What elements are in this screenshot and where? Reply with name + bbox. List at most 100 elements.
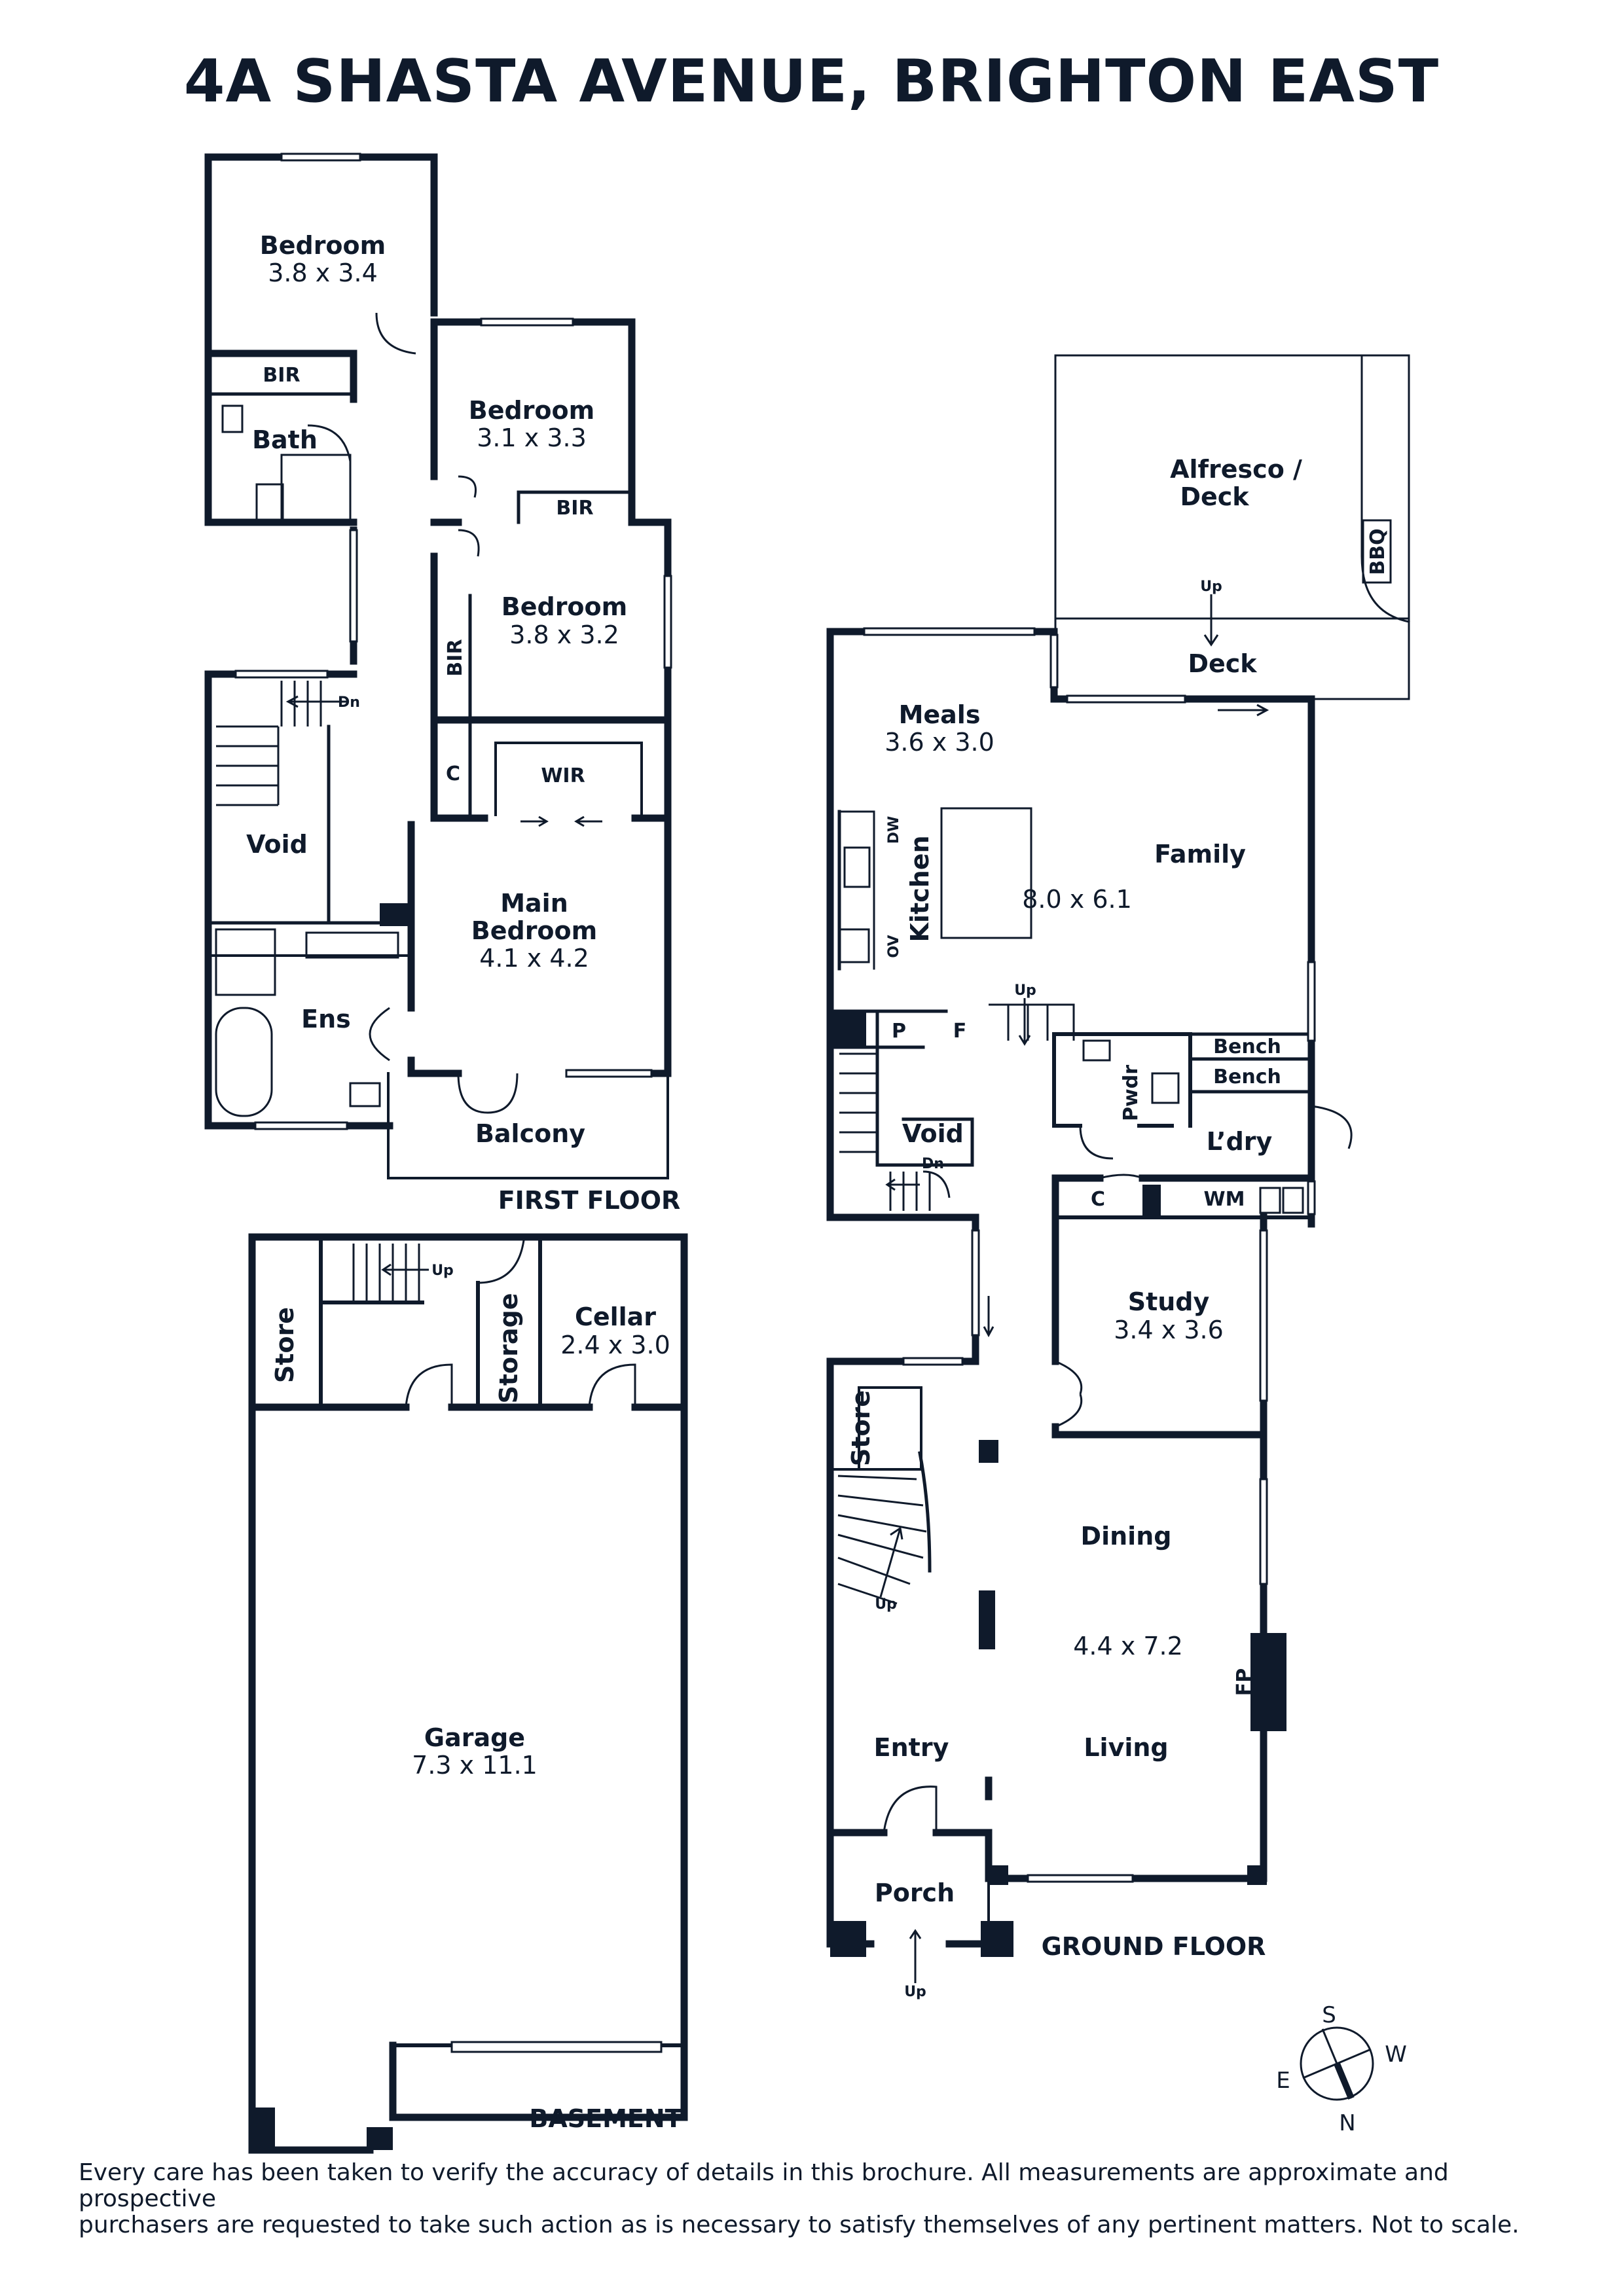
powder-toilet-icon [1151, 1072, 1180, 1104]
basement-store-label: Store [270, 1307, 299, 1383]
first-bedroom-ne-size: 3.1 x 3.3 [477, 423, 587, 452]
bath-shower-icon [280, 454, 352, 522]
basement-up-arrow-icon [381, 1263, 429, 1276]
ground-floor-walls [826, 354, 1410, 1948]
disclaimer-line-2: purchasers are requested to take such ac… [79, 2212, 1520, 2238]
garage-size: 7.3 x 11.1 [412, 1751, 538, 1780]
porch-up-label: Up [904, 1984, 926, 2000]
first-bedroom-e-size: 3.8 x 3.2 [509, 620, 619, 649]
alfresco-label-1: Alfresco / [1170, 455, 1302, 484]
deck-label: Deck [1188, 649, 1257, 678]
ground-dn-label: Dn [922, 1156, 944, 1172]
first-c-label: C [446, 762, 460, 785]
plan-title: 4A SHASTA AVENUE, BRIGHTON EAST [183, 47, 1440, 116]
first-bir-3-label: BIR [444, 639, 467, 676]
cooktop-icon [838, 928, 870, 963]
bath-label: Bath [252, 425, 318, 454]
ensuite-bath-tub-icon [215, 1007, 273, 1117]
ground-c-label: C [1091, 1188, 1105, 1211]
living-size: 4.4 x 7.2 [1073, 1632, 1183, 1660]
fridge-label: F [953, 1020, 967, 1043]
ground-store-label: Store [847, 1390, 875, 1466]
main-bedroom-size: 4.1 x 4.2 [479, 944, 589, 973]
living-label: Living [1084, 1733, 1168, 1762]
first-floor-label: FIRST FLOOR [498, 1186, 681, 1215]
bath-vanity-icon [221, 404, 244, 433]
entry-stair-up-label: Up [875, 1596, 897, 1613]
ground-void-label: Void [902, 1119, 964, 1148]
door-swings [307, 312, 1353, 1833]
compass-s: S [1322, 2002, 1336, 2028]
stairs [216, 681, 1075, 1605]
posts [252, 903, 1286, 2150]
dw-label: DW [886, 816, 902, 844]
bath-toilet-icon [255, 483, 284, 522]
disclaimer: Every care has been taken to verify the … [79, 2160, 1558, 2238]
powder-basin-icon [1082, 1039, 1111, 1062]
pwdr-label: Pwdr [1120, 1065, 1142, 1121]
porch-up-arrow-icon [909, 1929, 922, 1983]
ground-dn-arrow-icon [885, 1178, 920, 1191]
meals-size: 3.6 x 3.0 [884, 728, 994, 757]
disclaimer-line-1: Every care has been taken to verify the … [79, 2159, 1449, 2212]
laundry-label: L’dry [1207, 1127, 1273, 1156]
arrows [285, 594, 1269, 1983]
study-size: 3.4 x 3.6 [1114, 1316, 1224, 1344]
basement-up-label: Up [431, 1263, 454, 1279]
entry-label: Entry [874, 1733, 949, 1762]
wir-label: WIR [541, 764, 585, 787]
compass-n: N [1339, 2110, 1355, 2136]
basement-walls [248, 1233, 688, 2154]
first-void-label: Void [246, 830, 308, 859]
main-bedroom-label-2: Bedroom [471, 916, 598, 945]
compass-w: W [1385, 2041, 1407, 2068]
ground-up-arrow-icon [1018, 998, 1031, 1046]
wir-arrow-icon [520, 816, 549, 827]
main-bedroom-label-1: Main [500, 889, 568, 918]
bbq-label: BBQ [1366, 528, 1389, 575]
bbq-box [1362, 519, 1392, 584]
family-label: Family [1154, 840, 1246, 869]
bench-1-label: Bench [1213, 1035, 1281, 1058]
first-dn-arrow-icon [285, 695, 347, 708]
compass-icon [1300, 2026, 1374, 2101]
entry-stair-up-arrow-icon [879, 1526, 903, 1598]
wir-arrow-2-icon [574, 816, 602, 827]
laundry-tub-icon [1259, 1187, 1281, 1214]
meals-label: Meals [899, 700, 981, 729]
first-bir-2-label: BIR [556, 497, 593, 520]
ov-label: OV [886, 935, 902, 958]
cellar-size: 2.4 x 3.0 [560, 1331, 670, 1359]
kitchen-size: 8.0 x 6.1 [1022, 885, 1132, 914]
basement-label: BASEMENT [529, 2104, 682, 2133]
first-dn-label: Dn [338, 694, 360, 711]
pantry-label: P [892, 1020, 906, 1043]
first-bedroom-ne-label: Bedroom [469, 396, 595, 425]
ground-floor-label: GROUND FLOOR [1042, 1932, 1266, 1961]
ground-up-label: Up [1014, 982, 1036, 999]
balcony-label: Balcony [475, 1119, 585, 1148]
fp-label: FP [1233, 1668, 1256, 1696]
fixtures [215, 404, 1304, 1214]
deck-up-label: Up [1200, 579, 1222, 595]
ensuite-basin-icon [305, 931, 399, 959]
kitchen-label: Kitchen [905, 835, 934, 942]
first-bir-1-label: BIR [263, 364, 300, 387]
cellar-label: Cellar [575, 1302, 656, 1331]
compass-e: E [1276, 2068, 1290, 2094]
deck-up-arrow-icon [1203, 594, 1219, 647]
first-floor-walls [204, 153, 672, 1179]
first-bedroom-nw-label: Bedroom [260, 231, 386, 260]
ensuite-shower-icon [215, 928, 276, 996]
sink-icon [843, 846, 871, 888]
porch-label: Porch [875, 1878, 955, 1907]
windows [234, 152, 1316, 2053]
laundry-tub-2-icon [1282, 1187, 1304, 1214]
ens-label: Ens [301, 1005, 351, 1033]
alfresco-label-2: Deck [1180, 482, 1249, 511]
ensuite-toilet-icon [349, 1082, 381, 1107]
wm-label: WM [1204, 1188, 1245, 1211]
first-bedroom-nw-size: 3.8 x 3.4 [268, 259, 378, 287]
garage-label: Garage [424, 1723, 525, 1752]
